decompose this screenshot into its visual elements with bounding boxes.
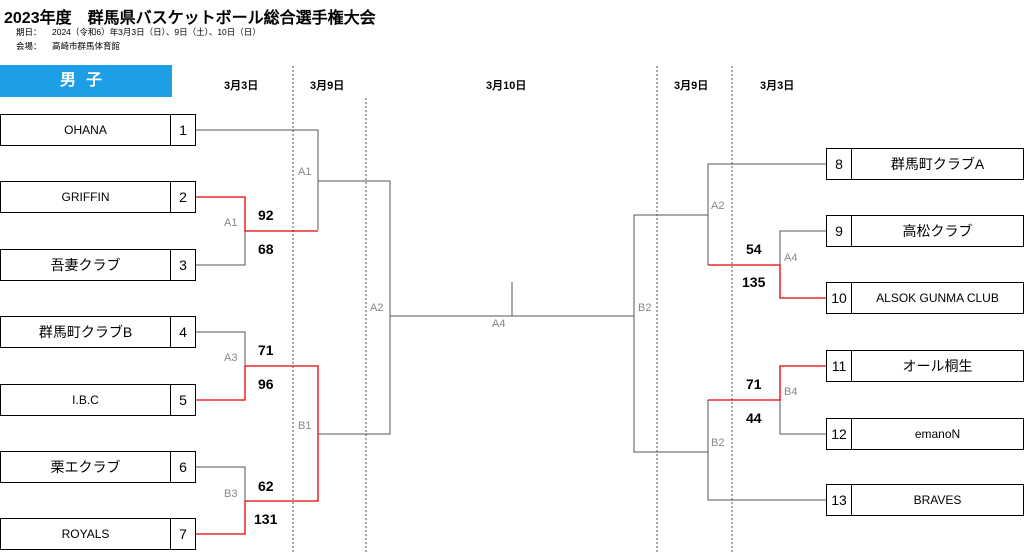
date-round1-left: 3月3日 (224, 80, 259, 92)
score-b3-top: 62 (258, 478, 274, 494)
seed-number: 1 (170, 115, 195, 145)
team-entry-12: 12 emanoN (826, 418, 1024, 450)
page-title: 2023年度 群馬県バスケットボール総合選手権大会 (4, 10, 376, 27)
score-a3-top: 71 (258, 342, 274, 358)
team-name: I.B.C (72, 393, 99, 407)
period-label: 期日： (16, 27, 42, 37)
match-code-a1: A1 (224, 217, 238, 229)
team-entry-2: GRIFFIN 2 (0, 181, 196, 213)
team-name: 群馬町クラブA (890, 156, 985, 172)
seed-number: 5 (170, 385, 195, 415)
seed-number: 12 (827, 419, 852, 449)
score-b4-top: 71 (746, 376, 762, 392)
bracket-winner-lines (196, 196, 826, 535)
seed-number: 13 (827, 485, 852, 515)
bracket-gray (196, 129, 826, 501)
match-code-a2-right: A2 (711, 200, 725, 212)
team-entry-3: 吾妻クラブ 3 (0, 249, 196, 281)
team-name: 吾妻クラブ (50, 257, 121, 273)
seed-number: 4 (170, 317, 195, 347)
match-code-a4-final: A4 (492, 318, 506, 330)
team-entry-8: 8 群馬町クラブA (826, 148, 1024, 180)
match-code-a2-left: A2 (370, 302, 384, 314)
team-entry-9: 9 高松クラブ (826, 215, 1024, 247)
seed-number: 8 (827, 149, 852, 179)
period-value: 2024（令和6）年3月3日（日）、9日（土）、10日（日） (52, 27, 261, 37)
seed-number: 6 (170, 452, 195, 482)
division-header: 男子 (0, 65, 172, 97)
venue-value: 高崎市群馬体育館 (52, 41, 121, 51)
team-name: 栗エクラブ (50, 459, 121, 475)
venue-label: 会場： (16, 41, 42, 51)
team-entry-7: ROYALS 7 (0, 518, 196, 550)
team-name: ROYALS (61, 527, 110, 541)
team-name: OHANA (64, 123, 107, 137)
date-round2-left: 3月9日 (310, 80, 345, 92)
score-a1-top: 92 (258, 207, 274, 223)
match-code-b3: B3 (224, 488, 238, 500)
team-entry-10: 10 ALSOK GUNMA CLUB (826, 282, 1024, 314)
match-code-a4: A4 (784, 252, 798, 264)
team-name: オール桐生 (902, 358, 973, 374)
match-code-a1-left: A1 (298, 166, 312, 178)
event-venue: 会場： 高崎市群馬体育館 (16, 40, 120, 52)
score-a4-bottom: 135 (742, 274, 766, 290)
seed-number: 3 (170, 250, 195, 280)
team-name: BRAVES (913, 493, 962, 507)
score-a4-top: 54 (746, 241, 762, 257)
date-round2-right: 3月9日 (674, 80, 709, 92)
team-name: ALSOK GUNMA CLUB (876, 291, 999, 305)
event-period: 期日： 2024（令和6）年3月3日（日）、9日（土）、10日（日） (16, 26, 261, 38)
match-code-a3: A3 (224, 352, 238, 364)
date-round1-right: 3月3日 (760, 80, 795, 92)
match-code-b2-right: B2 (638, 302, 652, 314)
date-dividers (292, 66, 733, 552)
match-code-b4: B4 (784, 386, 798, 398)
seed-number: 7 (170, 519, 195, 549)
seed-number: 2 (170, 182, 195, 212)
team-entry-11: 11 オール桐生 (826, 350, 1024, 382)
team-entry-6: 栗エクラブ 6 (0, 451, 196, 483)
seed-number: 10 (827, 283, 852, 313)
score-a3-bottom: 96 (258, 376, 274, 392)
team-entry-13: 13 BRAVES (826, 484, 1024, 516)
team-name: GRIFFIN (61, 190, 110, 204)
score-b4-bottom: 44 (746, 410, 762, 426)
score-a1-bottom: 68 (258, 241, 274, 257)
seed-number: 11 (827, 351, 852, 381)
team-name: emanoN (914, 427, 961, 441)
team-name: 高松クラブ (902, 223, 973, 239)
team-entry-1: OHANA 1 (0, 114, 196, 146)
score-b3-bottom: 131 (254, 511, 278, 527)
match-code-b2: B2 (711, 437, 725, 449)
date-final: 3月10日 (486, 80, 527, 92)
seed-number: 9 (827, 216, 852, 246)
team-name: 群馬町クラブB (38, 324, 133, 340)
match-code-b1: B1 (298, 420, 312, 432)
team-entry-5: I.B.C 5 (0, 384, 196, 416)
team-entry-4: 群馬町クラブB 4 (0, 316, 196, 348)
